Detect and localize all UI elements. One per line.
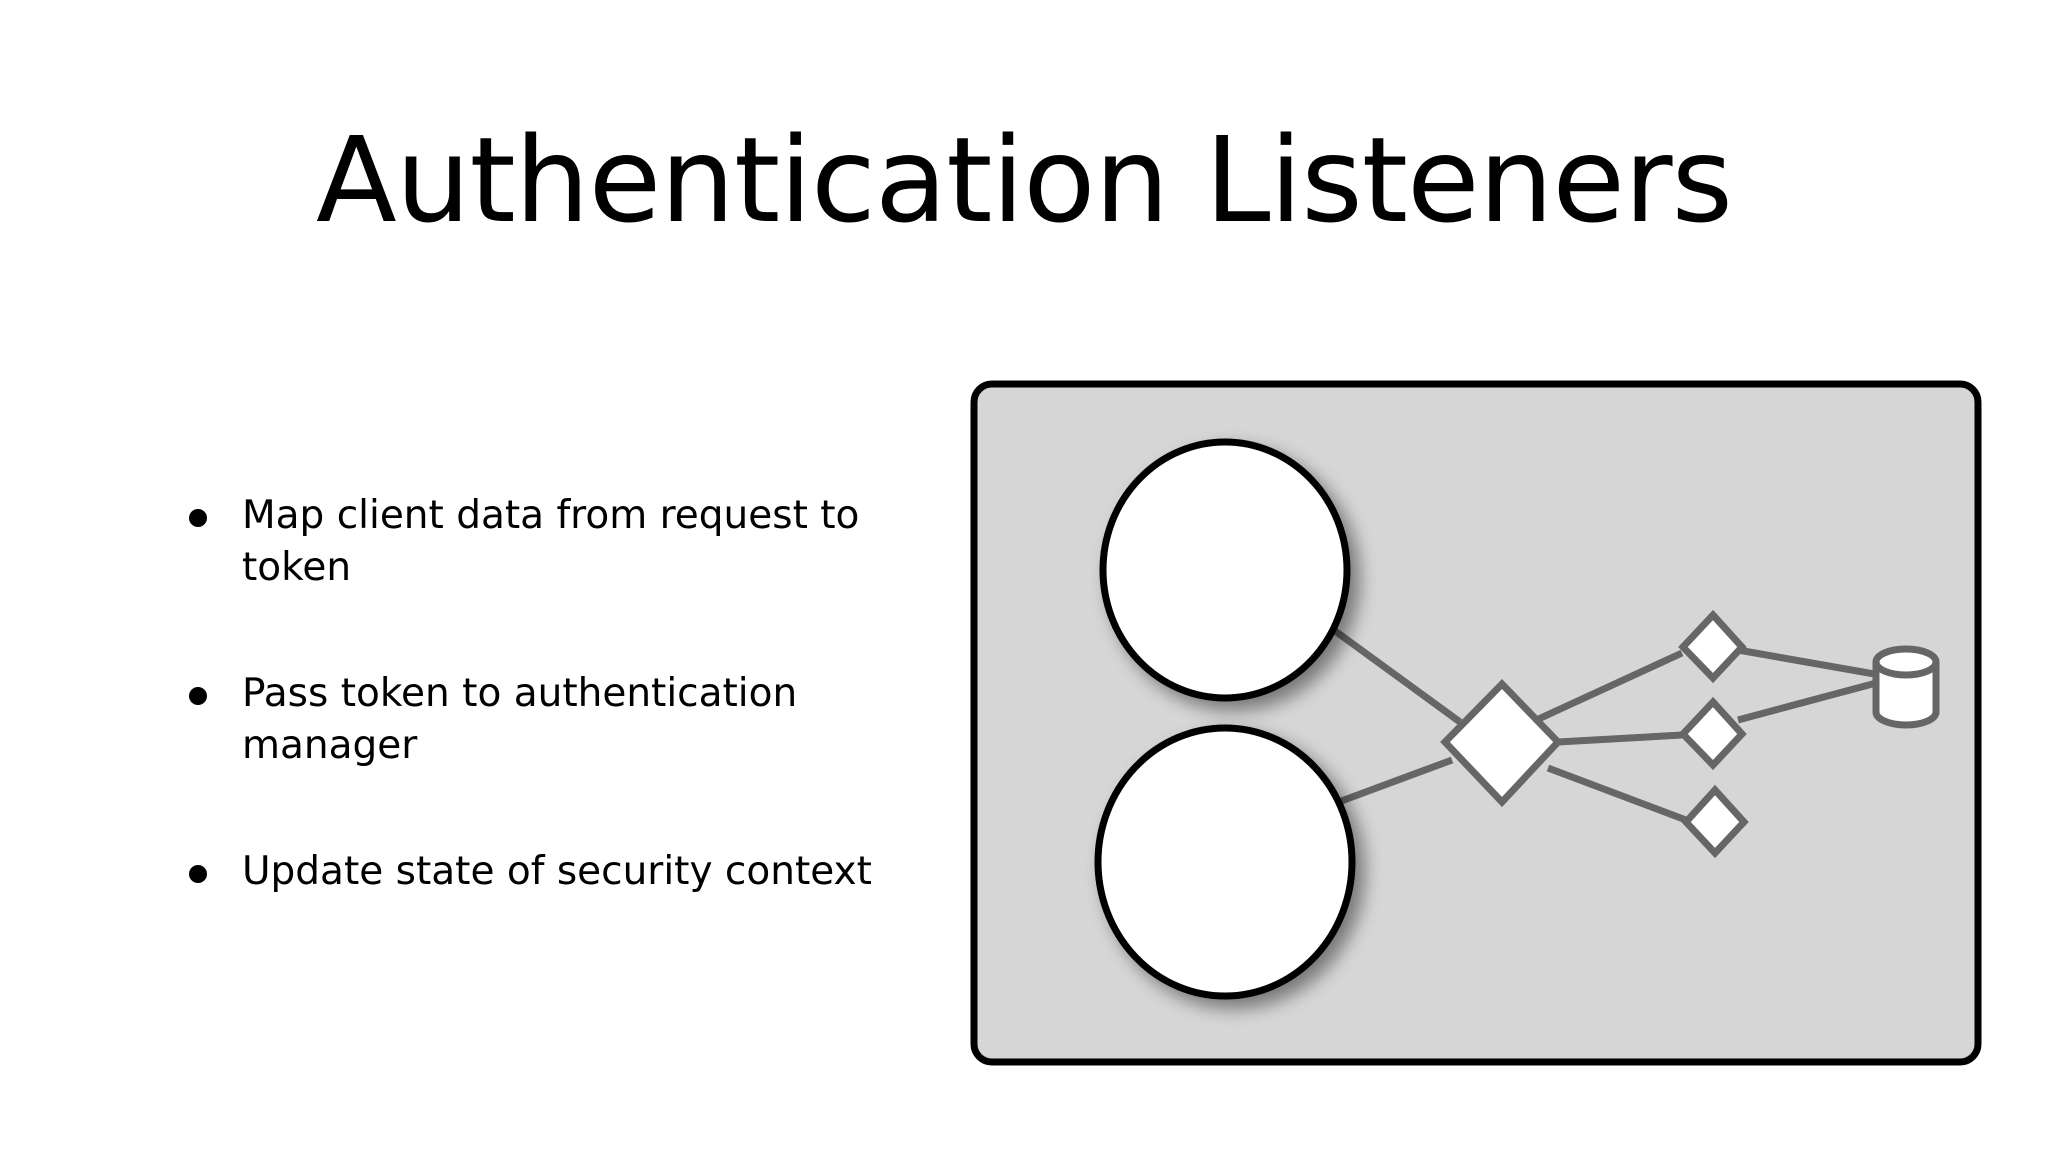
bullet-item: Map client data from request to token bbox=[180, 490, 900, 594]
connector-line bbox=[1317, 617, 1463, 725]
connector-line bbox=[1737, 678, 1881, 724]
branch-diamond-top bbox=[1678, 609, 1747, 684]
circle-node-bottom bbox=[1094, 724, 1356, 1000]
bullet-dot-icon bbox=[189, 687, 207, 705]
circle-node-top bbox=[1099, 438, 1351, 702]
connector-line bbox=[1557, 731, 1683, 746]
connector-line bbox=[1546, 764, 1688, 824]
connector-line bbox=[1737, 646, 1881, 679]
bullet-item: Pass token to authentication manager bbox=[180, 668, 900, 772]
connector-line bbox=[1530, 649, 1684, 726]
bullet-item: Update state of security context bbox=[180, 846, 900, 898]
bullet-text: Map client data from request to token bbox=[242, 493, 860, 590]
bullet-text: Pass token to authentication manager bbox=[242, 671, 798, 768]
bullet-text: Update state of security context bbox=[242, 849, 872, 894]
branch-diamond-bottom bbox=[1681, 784, 1749, 859]
slide-title: Authentication Listeners bbox=[316, 111, 1733, 249]
bullet-list: Map client data from request to token Pa… bbox=[180, 490, 900, 972]
bullet-dot-icon bbox=[189, 509, 207, 527]
database-icon bbox=[1872, 645, 1940, 729]
branch-diamond-middle bbox=[1678, 696, 1747, 771]
hub-diamond bbox=[1440, 678, 1563, 808]
connector-line bbox=[1334, 756, 1454, 807]
bullet-dot-icon bbox=[189, 865, 207, 883]
connector-lines bbox=[1317, 617, 1881, 824]
